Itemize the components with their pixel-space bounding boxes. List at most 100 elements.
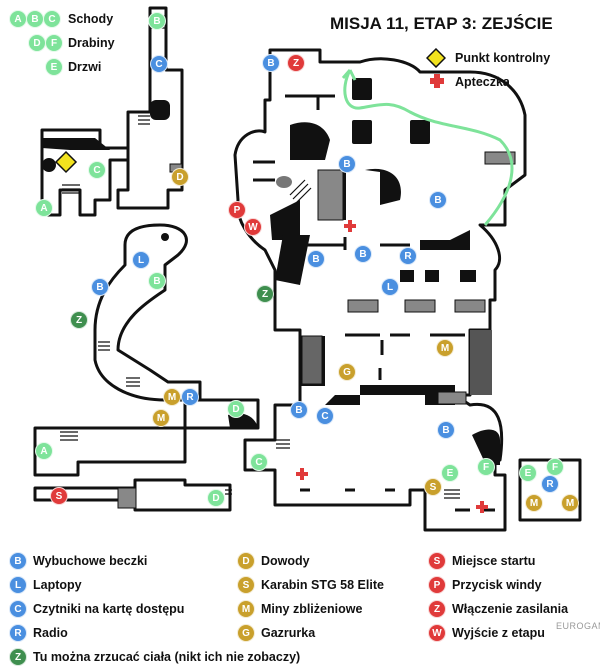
key-stairs-b: B: [26, 10, 44, 28]
legend-item-label: Wyjście z etapu: [452, 626, 545, 640]
map-marker-r: R: [541, 475, 559, 493]
key-ladders-label: Drabiny: [68, 36, 115, 50]
key-checkpoint-label: Punkt kontrolny: [455, 51, 551, 65]
map-marker-b: B: [262, 54, 280, 72]
legend-item: L Laptopy: [9, 576, 82, 594]
key-stairs-a: A: [9, 10, 27, 28]
map-marker-r: R: [181, 388, 199, 406]
map-marker-d: D: [207, 489, 225, 507]
legend-marker-icon: P: [428, 576, 446, 594]
legend-item-label: Tu można zrzucać ciała (nikt ich nie zob…: [33, 650, 301, 664]
legend-item: G Gazrurka: [237, 624, 315, 642]
map-marker-z: Z: [70, 311, 88, 329]
map-marker-b: B: [429, 191, 447, 209]
map-marker-b: B: [338, 155, 356, 173]
map-marker-r: R: [399, 247, 417, 265]
legend-marker-icon: C: [9, 600, 27, 618]
legend-marker-icon: M: [237, 600, 255, 618]
legend-item-label: Radio: [33, 626, 68, 640]
legend-marker-icon: S: [237, 576, 255, 594]
legend-marker-icon: S: [428, 552, 446, 570]
map-marker-e: E: [441, 464, 459, 482]
map-marker-z: Z: [256, 285, 274, 303]
map-marker-b: B: [290, 401, 308, 419]
map-marker-m: M: [525, 494, 543, 512]
legend-item-label: Wybuchowe beczki: [33, 554, 148, 568]
key-stairs-c: C: [43, 10, 61, 28]
map-room: [40, 128, 130, 217]
map-marker-f: F: [546, 458, 564, 476]
legend-marker-icon: D: [237, 552, 255, 570]
map-room: [93, 223, 202, 402]
legend-item-label: Laptopy: [33, 578, 82, 592]
legend-marker-icon: G: [237, 624, 255, 642]
map-marker-d: D: [171, 168, 189, 186]
map-marker-f: F: [477, 458, 495, 476]
legend-item-label: Gazrurka: [261, 626, 316, 640]
key-medkit-label: Apteczka: [455, 75, 510, 89]
map-room: [33, 426, 187, 477]
key-stairs-label: Schody: [68, 12, 114, 26]
legend-item-label: Włączenie zasilania: [452, 602, 569, 616]
legend-item-label: Przycisk windy: [452, 578, 542, 592]
key-medkit-icon: [430, 74, 444, 88]
map-marker-a: A: [35, 442, 53, 460]
legend-marker-icon: Z: [428, 600, 446, 618]
key-checkpoint-icon: [426, 48, 446, 68]
key-doors-e: E: [45, 58, 63, 76]
map-marker-b: B: [91, 278, 109, 296]
map-marker-l: L: [381, 278, 399, 296]
map-marker-b: B: [437, 421, 455, 439]
legend-item: P Przycisk windy: [428, 576, 542, 594]
map-marker-m: M: [152, 409, 170, 427]
legend-item: W Wyjście z etapu: [428, 624, 545, 642]
legend-item: Z Tu można zrzucać ciała (nikt ich nie zo…: [9, 648, 300, 666]
legend-item-label: Miejsce startu: [452, 554, 536, 568]
legend-item: C Czytniki na kartę dostępu: [9, 600, 184, 618]
map-marker-m: M: [561, 494, 579, 512]
map-marker-e: E: [519, 464, 537, 482]
legend-marker-icon: B: [9, 552, 27, 570]
legend-item: M Miny zbliżeniowe: [237, 600, 362, 618]
map-marker-b: B: [148, 272, 166, 290]
map-marker-w: W: [244, 218, 262, 236]
map-marker-d: D: [227, 400, 245, 418]
map-marker-c: C: [150, 55, 168, 73]
legend-item-label: Czytniki na kartę dostępu: [33, 602, 185, 616]
legend-item: S Miejsce startu: [428, 552, 535, 570]
map-marker-b: B: [354, 245, 372, 263]
legend-item: R Radio: [9, 624, 68, 642]
medkit-icon: [296, 220, 488, 513]
map-marker-a: A: [35, 199, 53, 217]
map-marker-m: M: [436, 339, 454, 357]
key-ladders-f: F: [45, 34, 63, 52]
legend-marker-icon: Z: [9, 648, 27, 666]
map-marker-c: C: [316, 407, 334, 425]
legend-item: Z Włączenie zasilania: [428, 600, 568, 618]
map-marker-z: Z: [287, 54, 305, 72]
map-marker-c: C: [250, 453, 268, 471]
map-marker-b: B: [307, 250, 325, 268]
map-marker-s: S: [50, 487, 68, 505]
legend-marker-icon: L: [9, 576, 27, 594]
map-marker-p: P: [228, 201, 246, 219]
map-title: MISJA 11, ETAP 3: ZEJŚCIE: [330, 14, 553, 33]
legend-item: B Wybuchowe beczki: [9, 552, 147, 570]
map-marker-b: B: [148, 12, 166, 30]
checkpoint-icon: [54, 150, 78, 174]
legend-marker-icon: W: [428, 624, 446, 642]
key-ladders-d: D: [28, 34, 46, 52]
legend-item-label: Dowody: [261, 554, 310, 568]
key-doors-label: Drzwi: [68, 60, 102, 74]
legend-item-label: Miny zbliżeniowe: [261, 602, 363, 616]
legend-item: D Dowody: [237, 552, 310, 570]
legend-marker-icon: R: [9, 624, 27, 642]
map-marker-s: S: [424, 478, 442, 496]
map-marker-g: G: [338, 363, 356, 381]
map-marker-c: C: [88, 161, 106, 179]
eurogamer-watermark: EUROGAMER: [556, 621, 600, 631]
map-marker-m: M: [163, 388, 181, 406]
map-marker-l: L: [132, 251, 150, 269]
